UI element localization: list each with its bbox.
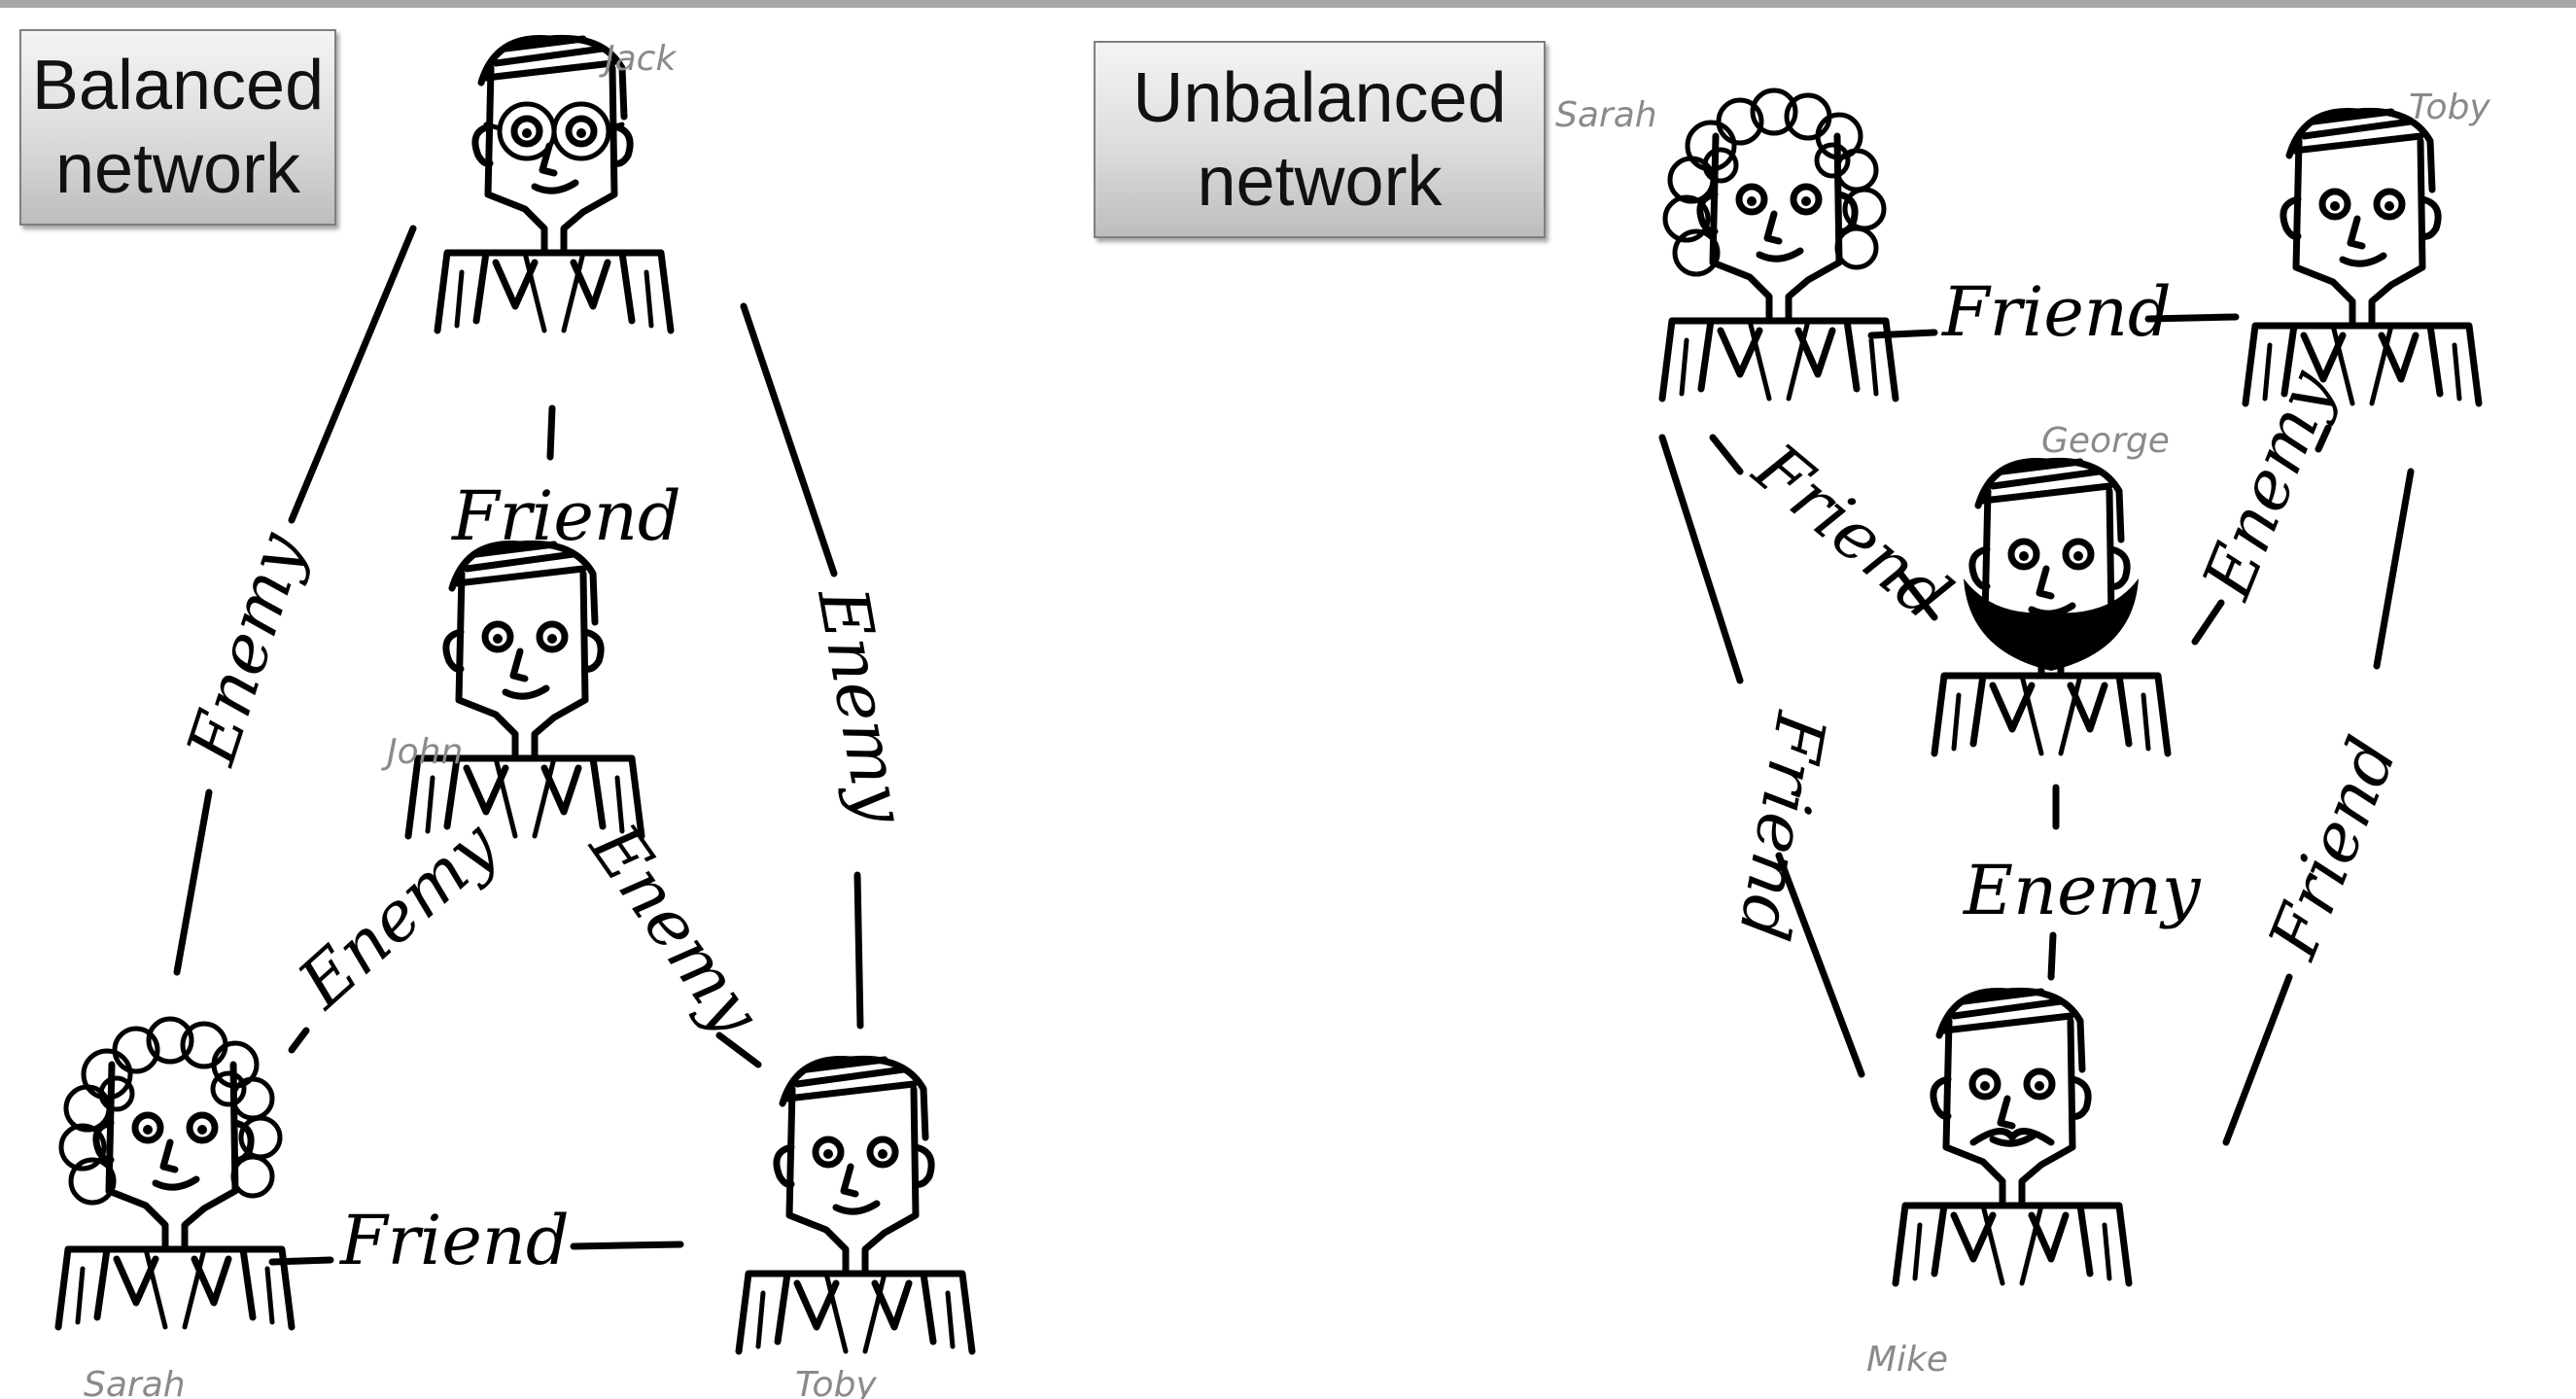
edge-toby-george bbox=[2191, 424, 2332, 646]
person-george bbox=[1934, 461, 2168, 753]
label-sarah-mike: Friend bbox=[1723, 705, 1841, 946]
label-sarah-toby-right: Friend bbox=[1940, 272, 2172, 352]
edge-jack-sarah-lower bbox=[173, 788, 213, 976]
edge-sarah-toby-right bbox=[1867, 313, 2240, 339]
edge-jack-toby-lower bbox=[853, 871, 864, 1030]
name-toby-right: Toby bbox=[2409, 87, 2490, 127]
name-toby-left: Toby bbox=[795, 1365, 877, 1399]
person-sarah-left bbox=[58, 1019, 292, 1327]
edge-george-mike bbox=[2047, 784, 2060, 981]
balanced-network-title-box: Balanced network bbox=[19, 29, 336, 226]
person-toby-left bbox=[739, 1059, 972, 1351]
label-george-mike: Enemy bbox=[1962, 851, 2202, 930]
person-sarah-right bbox=[1662, 90, 1896, 399]
label-jack-sarah: Enemy bbox=[171, 522, 321, 775]
person-toby-right bbox=[2245, 111, 2479, 403]
label-toby-george: Enemy bbox=[2186, 359, 2350, 612]
edge-sarah-toby bbox=[268, 1241, 684, 1266]
label-toby-mike: Friend bbox=[2252, 726, 2413, 970]
edge-jack-sarah-upper bbox=[288, 225, 417, 524]
person-john bbox=[408, 543, 642, 836]
label-jack-toby: Enemy bbox=[802, 580, 922, 830]
name-jack: Jack bbox=[599, 39, 678, 79]
person-mike bbox=[1896, 991, 2129, 1283]
person-jack bbox=[437, 38, 671, 331]
name-sarah-left: Sarah bbox=[84, 1365, 186, 1399]
label-sarah-toby: Friend bbox=[338, 1201, 570, 1280]
edge-jack-toby-upper bbox=[740, 302, 838, 577]
name-george: George bbox=[2041, 421, 2170, 461]
edge-john-toby bbox=[715, 1032, 762, 1068]
edge-john-sarah bbox=[288, 1027, 310, 1054]
edge-sarah-mike-lower bbox=[1775, 852, 1865, 1078]
unbalanced-title-line1: Unbalanced bbox=[1132, 58, 1507, 137]
unbalanced-title-line2: network bbox=[1197, 142, 1443, 221]
label-sarah-george: Friend bbox=[1738, 427, 1967, 637]
edge-sarah-george bbox=[1709, 434, 1938, 621]
name-mike: Mike bbox=[1866, 1340, 1948, 1380]
edge-jack-john bbox=[546, 404, 556, 461]
label-jack-john: Friend bbox=[450, 476, 681, 556]
name-sarah-right: Sarah bbox=[1555, 95, 1657, 135]
edge-sarah-mike-upper bbox=[1658, 434, 1744, 684]
top-border bbox=[0, 0, 2576, 8]
name-john: John bbox=[381, 732, 463, 772]
balanced-title-line2: network bbox=[54, 130, 301, 208]
edge-toby-mike-upper bbox=[2373, 468, 2415, 670]
unbalanced-network-title-box: Unbalanced network bbox=[1094, 41, 1546, 238]
label-john-sarah: Enemy bbox=[282, 805, 513, 1025]
label-john-toby: Enemy bbox=[574, 808, 777, 1050]
balanced-title-line1: Balanced bbox=[31, 47, 325, 124]
edge-toby-mike-lower bbox=[2222, 973, 2293, 1146]
